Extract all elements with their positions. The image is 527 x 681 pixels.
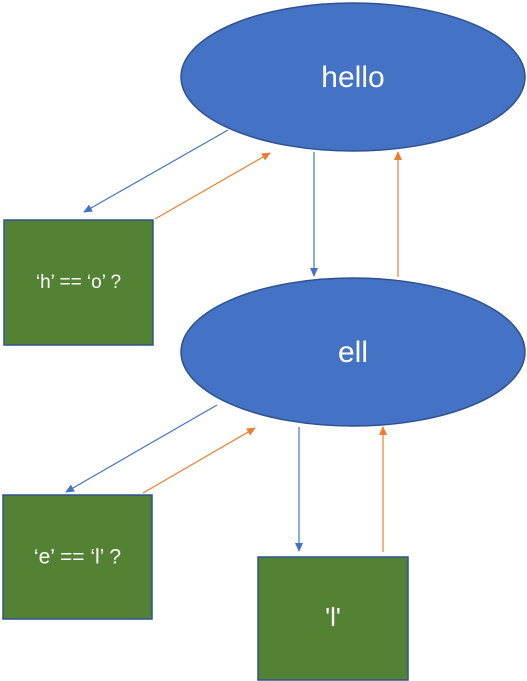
node-compare-bottom-shape (2, 494, 153, 620)
node-ell: ell (180, 277, 526, 427)
node-compare-top-shape (3, 219, 154, 346)
node-hello-label: hello (321, 61, 384, 94)
edge-ell-to-compare-bottom (65, 404, 218, 493)
node-compare-top: ‘h’ == ‘o’ ? (3, 219, 154, 346)
node-hello-shape (180, 2, 526, 152)
node-ell-label: ell (338, 336, 368, 369)
node-base: 'l' (257, 556, 409, 681)
node-base-label: 'l' (325, 602, 341, 632)
edge-compare-top-to-hello (154, 152, 271, 220)
node-compare-bottom: ‘e’ == ‘l’ ? (2, 494, 153, 620)
node-hello: hello (180, 2, 526, 152)
node-compare-top-label: ‘h’ == ‘o’ ? (36, 272, 121, 293)
edge-compare-bottom-to-ell (142, 427, 256, 494)
node-ell-shape (180, 277, 526, 427)
node-base-shape (257, 556, 409, 681)
edge-hello-to-compare-top (83, 129, 229, 213)
node-compare-bottom-label: ‘e’ == ‘l’ ? (34, 546, 121, 569)
